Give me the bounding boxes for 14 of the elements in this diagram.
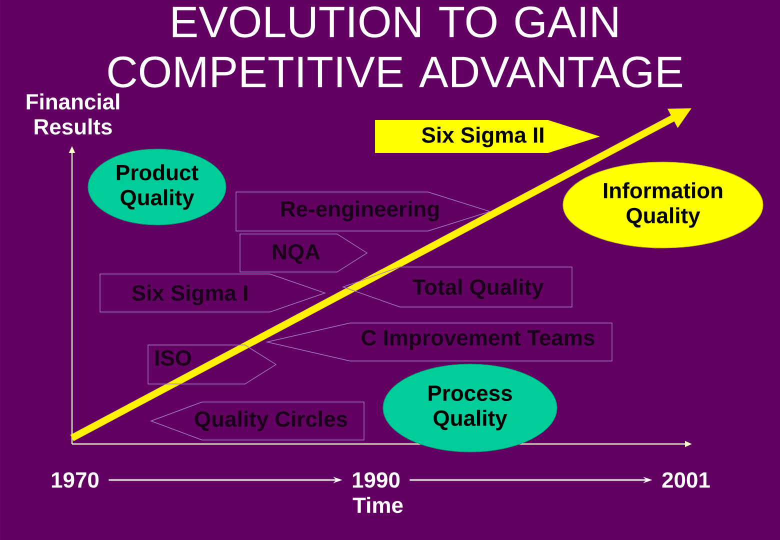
axis-label: Time (352, 496, 403, 514)
arrow-box: NQA (240, 234, 368, 272)
ellipse-bubble: Product Quality (88, 148, 226, 226)
year-label: 1990 (352, 472, 400, 488)
ellipse-bubble: Information Quality (562, 162, 764, 248)
title: EVOLUTION TO GAIN COMPETITIVE ADVANTAGE (108, 6, 682, 88)
arrow-box: Six Sigma I (100, 274, 326, 312)
year-label: 1970 (52, 472, 99, 488)
ellipse-bubble: Process Quality (382, 364, 558, 452)
arrow-box: ISO (148, 344, 277, 384)
year-label: 2001 (662, 472, 710, 488)
axis-label: Financial Results (26, 93, 120, 135)
arrow-box: Six Sigma II (375, 120, 600, 153)
arrow-box: Re-engineering (236, 192, 492, 232)
